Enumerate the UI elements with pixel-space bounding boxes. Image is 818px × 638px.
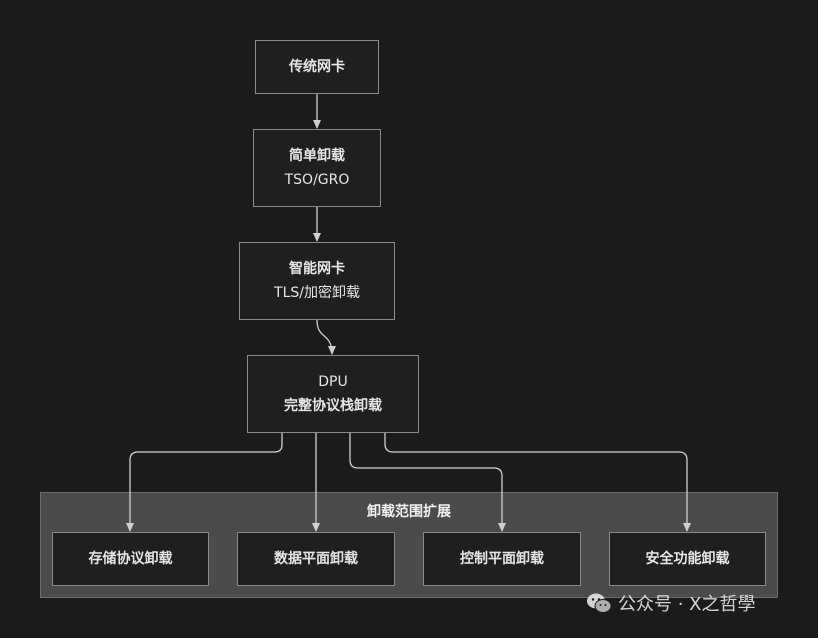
node-security-offload-label: 安全功能卸载 [645,551,730,567]
edge-dpu-to-controlplane [349,433,506,532]
node-simple-offload-title: 简单卸载 [289,148,345,164]
watermark: 公众号 · X之哲學 [586,590,756,616]
node-simple-offload-detail: TSO/GRO [284,172,350,188]
node-traditional-nic: 传统网卡 [255,40,379,94]
wechat-icon [587,593,612,613]
node-storage-offload: 存储协议卸载 [52,532,209,586]
node-dataplane-offload: 数据平面卸载 [237,532,395,586]
node-dataplane-offload-label: 数据平面卸载 [274,551,358,567]
node-dpu-title: DPU [318,374,348,390]
node-smart-nic-title: 智能网卡 [289,261,345,277]
edge-dpu-to-security [384,433,691,532]
node-controlplane-offload: 控制平面卸载 [423,532,581,586]
node-traditional-nic-label: 传统网卡 [289,59,345,75]
node-smart-nic: 智能网卡 TLS/加密卸载 [239,242,395,320]
node-security-offload: 安全功能卸载 [609,532,766,586]
node-controlplane-offload-label: 控制平面卸载 [460,551,544,567]
watermark-text: 公众号 · X之哲學 [618,594,756,615]
edge-smart-to-dpu [316,319,336,355]
node-dpu-detail: 完整协议栈卸载 [284,398,382,414]
edge-dpu-to-storage [126,433,283,532]
node-storage-offload-label: 存储协议卸载 [88,551,173,567]
node-dpu: DPU 完整协议栈卸载 [247,355,419,433]
node-simple-offload: 简单卸载 TSO/GRO [253,129,381,207]
node-smart-nic-detail: TLS/加密卸载 [274,285,360,301]
group-title: 卸载范围扩展 [367,504,451,520]
